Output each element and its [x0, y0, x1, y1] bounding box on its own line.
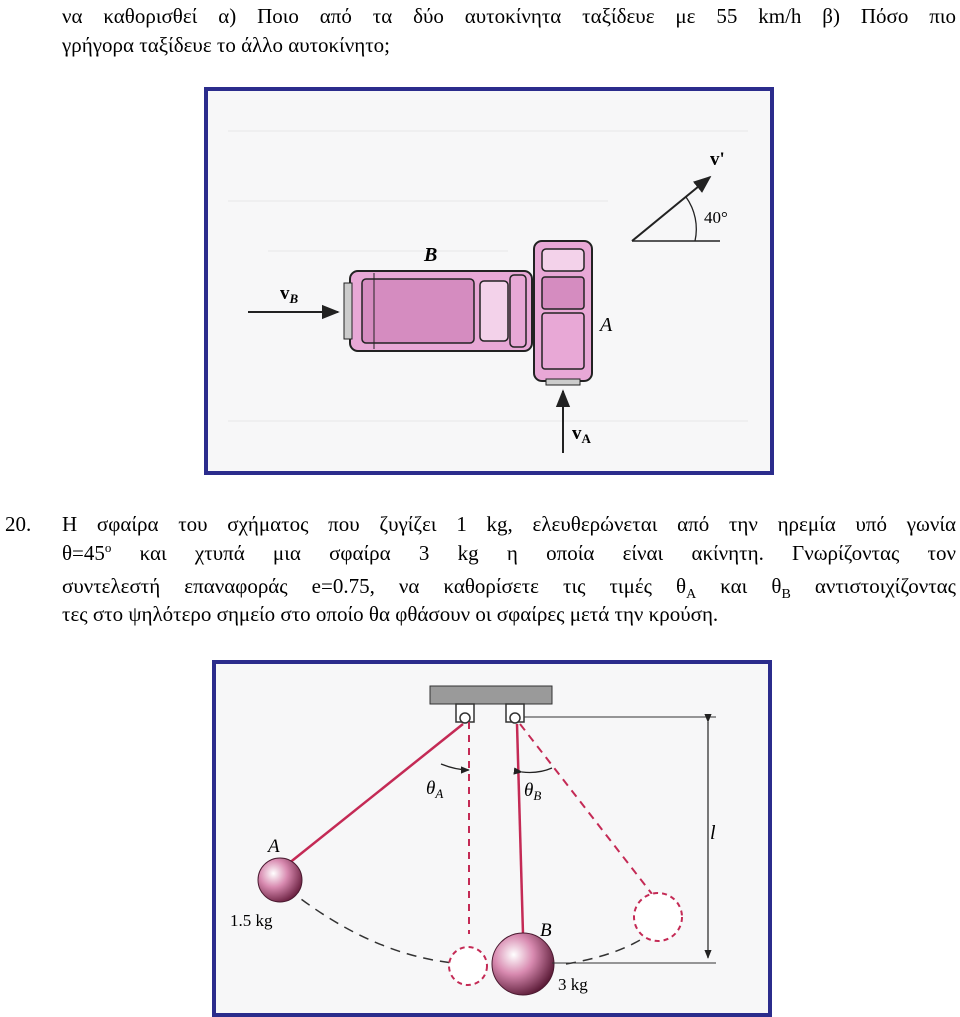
car-b-label: B [423, 244, 437, 266]
theta-a-label: θA [426, 778, 443, 801]
car-a [533, 240, 593, 386]
figure-pendulum: θA θB A 1.5 kg B 3 kg l [212, 660, 772, 1017]
velocity-prime-arrow [631, 175, 712, 242]
theta-b-arc [513, 767, 553, 775]
problem-line-1: Η σφαίρα του σχήματος που ζυγίζει 1 kg, … [62, 512, 956, 536]
string-b [515, 723, 525, 935]
angle-label: 40° [704, 208, 728, 227]
ball-a-mass: 1.5 kg [230, 911, 273, 930]
string-a [287, 723, 464, 865]
problem-number: 20. [5, 512, 32, 536]
length-label: l [710, 822, 716, 844]
car-b [343, 270, 533, 352]
ball-b-label: B [540, 920, 552, 941]
figure-car-collision: B A vB vA 40° v' [204, 87, 774, 475]
theta-b-label: θB [524, 780, 541, 803]
pendulum-diagram: θA θB A 1.5 kg B 3 kg l [230, 685, 716, 996]
pivot-b [505, 703, 525, 724]
angle-arc [685, 196, 697, 242]
problem-line-3: συντελεστή επαναφοράς e=0.75, να καθορίσ… [62, 574, 956, 603]
ceiling-support [429, 685, 553, 705]
car-a-label: A [598, 314, 613, 336]
problem-line-4: τες στο ψηλότερο σημείο στο οποίο θα φθά… [62, 602, 719, 626]
theta-a-arc [440, 763, 470, 774]
intro-line-1: να καθορισθεί α) Ποιο από τα δύο αυτοκίν… [62, 4, 956, 28]
problem-line-2: θ=45ο και χτυπά μια σφαίρα 3 kg η οποία … [62, 540, 956, 565]
ball-a [257, 857, 303, 903]
ball-b-mass: 3 kg [558, 975, 588, 994]
ball-b-final-position [633, 892, 683, 942]
velocity-b-label: vB [280, 283, 299, 306]
velocity-prime-label: v' [710, 149, 725, 170]
pivot-a [455, 703, 475, 724]
ball-a-impact-position [448, 946, 488, 986]
ball-b [491, 932, 555, 996]
ball-a-label: A [266, 836, 280, 857]
intro-line-2: γρήγορα ταξίδευε το άλλο αυτοκίνητο; [62, 33, 391, 57]
car-collision-diagram: B A vB vA 40° v' [228, 130, 748, 453]
string-b-swung [519, 723, 653, 895]
swing-path-a [287, 888, 467, 965]
velocity-a-label: vA [572, 423, 592, 446]
